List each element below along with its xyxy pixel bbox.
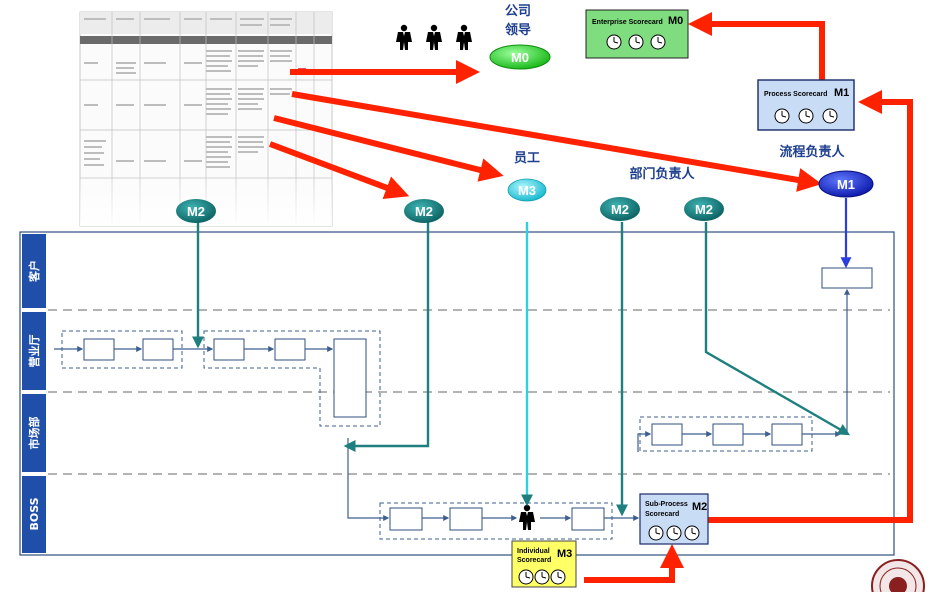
hall-group-b (203, 330, 381, 427)
label-employee: 员工 (514, 151, 540, 166)
seal-logo (871, 559, 925, 592)
clock-icon (606, 34, 622, 50)
node-label: M3 (518, 183, 536, 198)
process-box (389, 507, 423, 531)
process-box (83, 338, 115, 361)
node-label: M2 (611, 202, 629, 217)
clock-icon (774, 108, 790, 124)
card-title: Scorecard (645, 511, 679, 518)
card-title: Sub-Process (645, 501, 688, 508)
lane-header-market-dept: 市场部 (22, 394, 46, 472)
red-arrows (268, 11, 913, 583)
process-box (142, 338, 174, 361)
node-m2: M2 (176, 199, 216, 223)
swimlane-frame (19, 231, 895, 556)
label-company-leader-1: 公司 (505, 4, 531, 19)
node-m3: M3 (507, 178, 547, 202)
kpi-table-image (79, 11, 333, 227)
lane-header-business-hall: 营业厅 (22, 312, 46, 390)
node-label: M2 (187, 204, 205, 219)
card-title: Individual (517, 548, 550, 555)
lane-header-boss: BOSS (22, 476, 46, 553)
process-scorecard: Process Scorecard M1 (757, 79, 855, 131)
card-code: M0 (668, 15, 683, 27)
node-label: M2 (695, 202, 713, 217)
process-box (333, 338, 367, 418)
card-title: Enterprise Scorecard (592, 19, 663, 26)
node-label: M0 (511, 50, 529, 65)
card-title: Process Scorecard (764, 91, 827, 98)
process-flow (54, 267, 873, 540)
clock-icon (684, 525, 700, 541)
node-m2: M2 (600, 197, 640, 221)
node-m2: M2 (404, 199, 444, 223)
clock-icon (534, 569, 550, 585)
process-box (449, 507, 483, 531)
card-code: M2 (692, 501, 707, 513)
node-label: M1 (837, 177, 855, 192)
process-box (651, 423, 683, 446)
lane-label-market-dept: 市场部 (27, 417, 41, 450)
card-code: M3 (557, 548, 572, 560)
lane-label-business-hall: 营业厅 (27, 335, 41, 368)
node-m0: M0 (489, 44, 551, 70)
lane-label-boss: BOSS (28, 497, 41, 530)
person-icon (396, 24, 412, 50)
process-box (571, 507, 605, 531)
clock-icon (648, 525, 664, 541)
clock-icon (650, 34, 666, 50)
lane-header-customer: 客户 (22, 234, 46, 308)
process-box (213, 338, 245, 361)
clock-icon (628, 34, 644, 50)
clock-icon (550, 569, 566, 585)
clock-icon (666, 525, 682, 541)
label-dept-head: 部门负责人 (629, 166, 695, 182)
individual-scorecard: Individual Scorecard M3 (511, 540, 577, 588)
label-company-leader-2: 领导 (505, 22, 531, 38)
card-code: M1 (834, 87, 849, 99)
person-icon (456, 24, 472, 50)
process-box (274, 338, 306, 361)
process-box (712, 423, 744, 446)
lane-dividers (48, 309, 890, 475)
leader-icons (396, 24, 472, 50)
boss-group (379, 502, 613, 540)
clock-icon (822, 108, 838, 124)
customer-box (821, 267, 873, 289)
node-m1: M1 (818, 170, 874, 198)
label-process-owner: 流程负责人 (779, 144, 845, 160)
clock-icon (518, 569, 534, 585)
process-box (771, 423, 803, 446)
lane-label-customer: 客户 (27, 260, 41, 283)
enterprise-scorecard: Enterprise Scorecard M0 (585, 9, 689, 59)
subprocess-scorecard: Sub-Process Scorecard M2 (639, 493, 709, 545)
card-title: Scorecard (517, 557, 551, 564)
clock-icon (798, 108, 814, 124)
node-label: M2 (415, 204, 433, 219)
m2-drop-lines (192, 222, 851, 517)
node-m2: M2 (684, 197, 724, 221)
person-icon (426, 24, 442, 50)
